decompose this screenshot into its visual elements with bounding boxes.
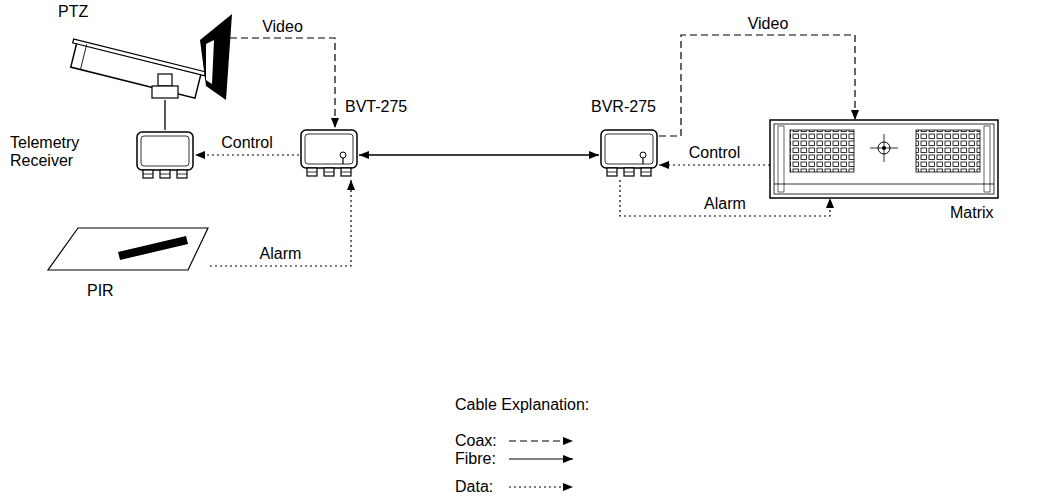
edge-label: Video bbox=[260, 18, 305, 36]
transmitter-node: BVT-275 bbox=[299, 128, 359, 180]
receiver-unit-node: BVR-275 bbox=[599, 128, 659, 180]
node-label: BVR-275 bbox=[591, 98, 656, 116]
legend-row: Coax: bbox=[455, 432, 497, 450]
coax-connector bbox=[659, 35, 855, 136]
camera-node: PTZ bbox=[70, 30, 230, 100]
ptz-camera bbox=[67, 14, 232, 100]
edge-label: Video bbox=[746, 15, 791, 33]
legend-sample bbox=[507, 453, 577, 465]
edge-label: Alarm bbox=[702, 195, 748, 213]
legend-row: Fibre: bbox=[455, 450, 496, 468]
bvt-enclosure bbox=[301, 130, 357, 176]
matrix-node: Matrix bbox=[770, 120, 998, 198]
legend-heading: Cable Explanation: bbox=[455, 396, 589, 414]
legend-text: Coax: bbox=[455, 432, 497, 449]
data-connector bbox=[659, 164, 770, 165]
legend-text: Fibre: bbox=[455, 450, 496, 467]
fibre-connector bbox=[359, 154, 599, 155]
node-label: Matrix bbox=[950, 204, 994, 222]
sensor-node: PIR bbox=[45, 226, 210, 272]
edge-label: Control bbox=[687, 144, 743, 162]
matrix-rack bbox=[770, 120, 998, 198]
data-connector bbox=[210, 180, 351, 266]
telemetry-enclosure bbox=[137, 132, 193, 178]
receiver-node: Telemetry Receiver bbox=[135, 130, 195, 180]
legend-row: Data: bbox=[455, 478, 493, 496]
link-line bbox=[164, 100, 165, 130]
node-label: BVT-275 bbox=[345, 98, 407, 116]
pir-sensor bbox=[48, 228, 208, 270]
legend-sample bbox=[507, 481, 577, 493]
node-label: PIR bbox=[87, 282, 114, 300]
data-connector bbox=[195, 154, 299, 155]
edge-label: Control bbox=[219, 134, 275, 152]
coax-connector bbox=[230, 38, 335, 128]
data-connector bbox=[620, 180, 830, 216]
node-label: Telemetry Receiver bbox=[10, 134, 110, 171]
bvr-enclosure bbox=[601, 130, 657, 176]
legend-text: Data: bbox=[455, 478, 493, 495]
edge-label: Alarm bbox=[258, 245, 304, 263]
node-label: PTZ bbox=[58, 3, 88, 21]
legend-sample bbox=[507, 435, 577, 447]
